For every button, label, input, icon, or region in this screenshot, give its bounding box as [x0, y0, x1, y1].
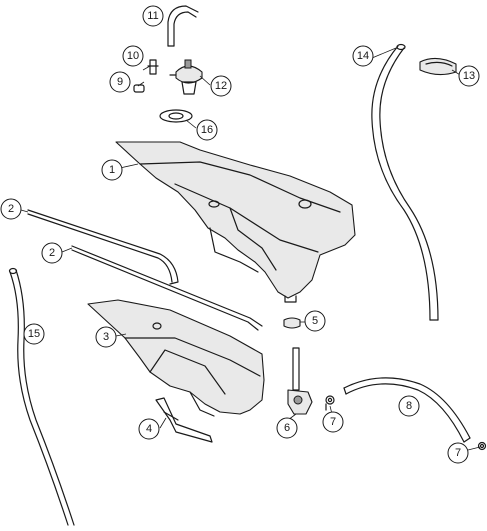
- part-15-hose: [8, 267, 75, 526]
- callout-10: 10: [122, 45, 144, 67]
- svg-text:8: 8: [406, 400, 412, 412]
- svg-text:1: 1: [109, 164, 115, 176]
- part-2-lower-strip: [71, 245, 263, 331]
- part-7-clip-2: [477, 441, 487, 451]
- callout-13: 13: [458, 65, 480, 87]
- svg-text:16: 16: [201, 124, 213, 136]
- svg-text:6: 6: [284, 422, 290, 434]
- part-10-nipple: [147, 59, 159, 75]
- part-5-clamp: [283, 317, 301, 329]
- callout-14: 14: [352, 45, 374, 67]
- callout-8: 8: [398, 395, 420, 417]
- part-14-hose: [371, 43, 439, 321]
- callout-4: 4: [138, 418, 160, 440]
- part-4-bracket: [155, 397, 213, 443]
- callouts: 11 10 9 12 16 14 13 1: [0, 5, 480, 464]
- svg-text:11: 11: [147, 10, 158, 22]
- callout-2-upper: 2: [0, 198, 22, 220]
- part-7-clip: [325, 395, 335, 411]
- part-1-fuel-tank: [115, 141, 356, 303]
- part-6-fuel-tap: [287, 347, 313, 415]
- svg-text:3: 3: [103, 331, 109, 343]
- callout-7-middle: 7: [322, 411, 344, 433]
- part-3-lower-tank: [87, 299, 265, 417]
- svg-text:15: 15: [28, 328, 40, 340]
- part-8-fuel-hose: [343, 377, 471, 443]
- svg-text:13: 13: [463, 70, 475, 82]
- part-9-sleeve: [133, 84, 145, 93]
- part-12-filler-cap: [169, 59, 203, 95]
- callout-15: 15: [23, 323, 45, 345]
- svg-text:12: 12: [215, 80, 227, 92]
- part-11-vent-hose: [167, 5, 199, 47]
- part-2-upper-strip: [27, 209, 179, 285]
- svg-text:4: 4: [146, 423, 152, 435]
- svg-text:14: 14: [357, 50, 369, 62]
- callout-2-lower: 2: [41, 242, 63, 264]
- part-16-gasket: [159, 109, 193, 123]
- callout-3: 3: [95, 326, 117, 348]
- svg-text:7: 7: [455, 447, 461, 459]
- svg-text:2: 2: [49, 247, 55, 259]
- callout-9: 9: [109, 71, 131, 93]
- callout-1: 1: [101, 159, 123, 181]
- svg-text:5: 5: [312, 315, 318, 327]
- callout-16: 16: [196, 119, 218, 141]
- leader-lines: [20, 47, 481, 451]
- svg-text:9: 9: [117, 76, 123, 88]
- callout-5: 5: [304, 310, 326, 332]
- callout-7-right: 7: [447, 442, 469, 464]
- svg-text:2: 2: [8, 203, 14, 215]
- svg-text:10: 10: [127, 50, 139, 62]
- callout-12: 12: [210, 75, 232, 97]
- part-13-cover: [419, 57, 457, 76]
- callout-11: 11: [142, 5, 164, 27]
- callout-6: 6: [276, 417, 298, 439]
- svg-text:7: 7: [330, 416, 336, 428]
